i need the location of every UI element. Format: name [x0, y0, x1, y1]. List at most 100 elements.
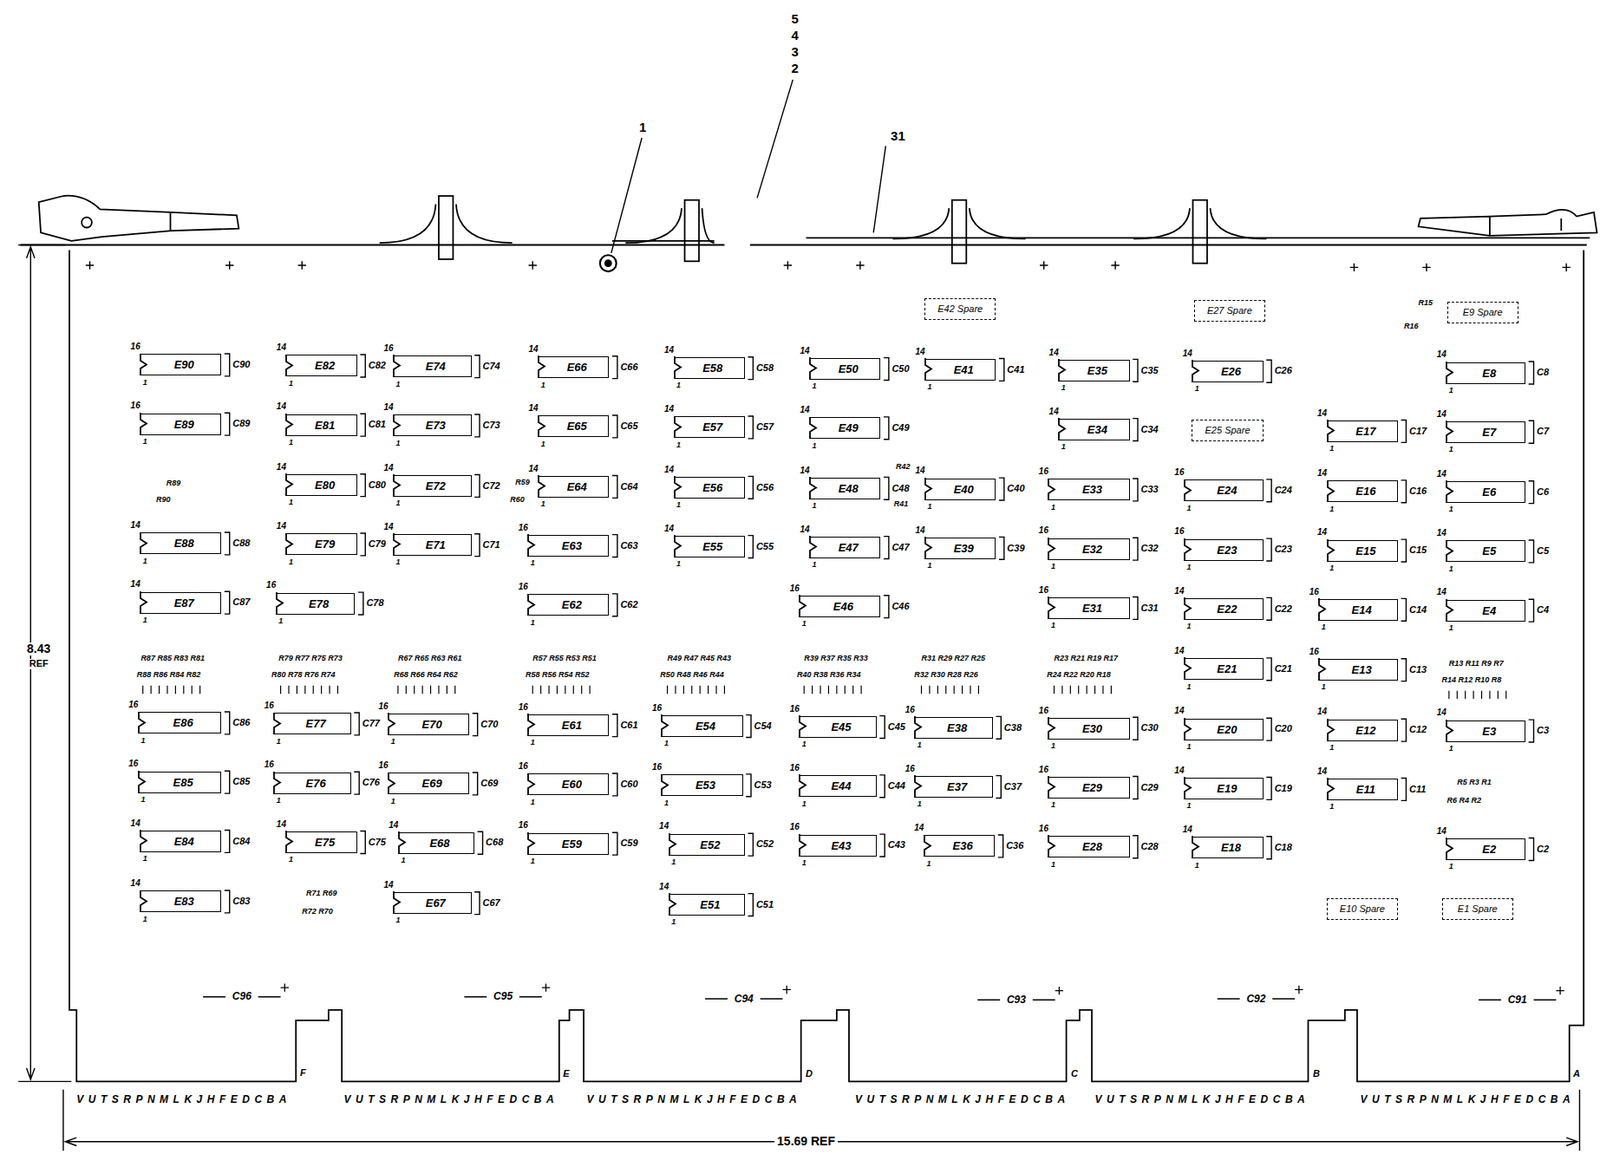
decoupling-capacitor-outline — [1266, 836, 1272, 860]
pin1-notch-outline — [286, 413, 293, 436]
decoupling-capacitor-outline — [883, 476, 889, 500]
pin1-notch — [392, 533, 404, 556]
pin-count: 16 — [266, 581, 276, 591]
ic-package: E50 — [809, 358, 881, 380]
pin-count: 16 — [1038, 824, 1049, 835]
ic-package: E56 — [673, 476, 745, 499]
decoupling-capacitor-outline — [224, 532, 230, 556]
pin1-notch — [392, 414, 404, 437]
capacitor-ref: C60 — [620, 779, 638, 791]
pin1-notch — [285, 830, 296, 853]
ref-designator: E6 — [1482, 486, 1496, 498]
resistor-ref: R59 — [515, 478, 530, 487]
contact-letters: VUTSRPNMLKJHFEDCBA — [855, 1094, 1071, 1106]
pin-one-mark: 1 — [1051, 801, 1056, 810]
decoupling-capacitor-outline — [1132, 418, 1138, 442]
ic-package: E54 — [660, 715, 743, 738]
ic-package: E3 — [1445, 720, 1526, 743]
pin-count: 16 — [264, 760, 275, 771]
resistor-ref: R32 R30 R28 R26 — [914, 671, 979, 680]
pin1-notch — [387, 712, 399, 735]
decoupling-capacitor-outline — [1528, 420, 1535, 444]
ic-package: E66 — [537, 356, 609, 379]
capacitor-ref: C88 — [232, 538, 250, 549]
pin1-notch — [1057, 359, 1069, 381]
ic-package: E85 — [137, 771, 222, 794]
pin1-notch-outline — [1319, 658, 1326, 680]
decoupling-capacitor-outline — [883, 358, 889, 381]
ref-designator: E16 — [1355, 485, 1376, 497]
ref-designator: E38 — [946, 722, 967, 734]
ic-package: E47 — [809, 536, 881, 559]
pin1-notch — [139, 412, 151, 435]
ic-package: E40 — [924, 478, 996, 501]
pin1-notch — [668, 833, 680, 856]
pin1-notch — [1326, 480, 1338, 503]
pin1-notch — [809, 357, 820, 379]
pin1-notch-outline — [1446, 540, 1453, 562]
pin-one-mark: 1 — [917, 800, 922, 809]
ref-designator: E34 — [1087, 424, 1108, 436]
pin-count: 14 — [130, 580, 141, 590]
ref-designator: E7 — [1482, 426, 1496, 438]
pin-count: 14 — [664, 346, 674, 356]
pin-count: 14 — [276, 402, 287, 412]
pin1-notch — [1445, 361, 1457, 384]
pin-count: 14 — [659, 822, 669, 832]
ref-designator: E32 — [1082, 543, 1103, 556]
capacitor-ref: C21 — [1274, 664, 1293, 675]
contact-letters: VUTSRPNMLKJHFEDCBA — [76, 1094, 292, 1106]
pin-count: 14 — [1049, 407, 1059, 418]
ic-package: E52 — [668, 834, 745, 856]
ic-package: E77 — [273, 712, 351, 735]
pin1-notch-outline — [1048, 835, 1055, 857]
ref-designator: E2 — [1482, 843, 1496, 856]
pin-count: 16 — [518, 703, 529, 713]
pin1-notch-outline — [1184, 718, 1191, 740]
pin-one-mark: 1 — [288, 438, 294, 447]
pin1-notch-outline — [140, 412, 147, 435]
ref-designator: E64 — [567, 481, 588, 493]
decoupling-capacitor-outline — [359, 474, 366, 497]
pin1-notch — [914, 716, 925, 738]
pin1-notch-outline — [140, 353, 147, 376]
ic-package: E17 — [1326, 420, 1398, 443]
ref-designator: E82 — [314, 359, 335, 372]
pin-count: 16 — [1038, 765, 1049, 776]
decoupling-capacitor-outline — [1132, 777, 1138, 800]
capacitor-ref: C95 — [490, 991, 516, 1003]
pin1-notch — [137, 770, 149, 793]
ref-designator: E49 — [838, 422, 859, 434]
pin1-notch-outline — [528, 713, 535, 736]
capacitor-ref: C77 — [362, 718, 380, 730]
pin-one-mark: 1 — [530, 619, 536, 627]
resistor-ref: R24 R22 R20 R18 — [1046, 671, 1111, 680]
capacitor-ref: C12 — [1409, 724, 1427, 736]
pin1-notch — [923, 835, 934, 857]
ref-designator: E37 — [946, 781, 967, 793]
pin-count: 14 — [1182, 349, 1193, 360]
pin-count: 14 — [1317, 409, 1327, 419]
pin1-notch — [1445, 480, 1457, 503]
capacitor-ref: C65 — [620, 421, 638, 432]
ic-package: E26 — [1191, 360, 1263, 383]
pin-count: 16 — [518, 582, 529, 593]
spare-ic-site: E1 Spare — [1442, 898, 1514, 921]
capacitor-ref: C63 — [620, 541, 638, 552]
stiffener-fillet — [1133, 208, 1267, 239]
pin1-notch-outline — [674, 476, 681, 498]
ic-package: E23 — [1183, 539, 1264, 562]
pin-count: 16 — [518, 762, 529, 772]
pin-count: 16 — [905, 764, 915, 775]
capacitor-ref: C15 — [1409, 545, 1427, 556]
ic-package: E33 — [1047, 478, 1130, 501]
resistor-ref: R31 R29 R27 R25 — [921, 654, 987, 663]
dimension-15-69 — [63, 1090, 1581, 1152]
decoupling-capacitor-outline — [1528, 361, 1535, 385]
decoupling-capacitor-outline — [879, 716, 885, 739]
pin1-notch — [798, 715, 810, 738]
spare-ic-site: E10 Spare — [1326, 898, 1398, 921]
ref-designator: E21 — [1216, 663, 1237, 675]
capacitor-ref: C26 — [1274, 365, 1293, 377]
pin-one-mark: 1 — [541, 500, 546, 509]
